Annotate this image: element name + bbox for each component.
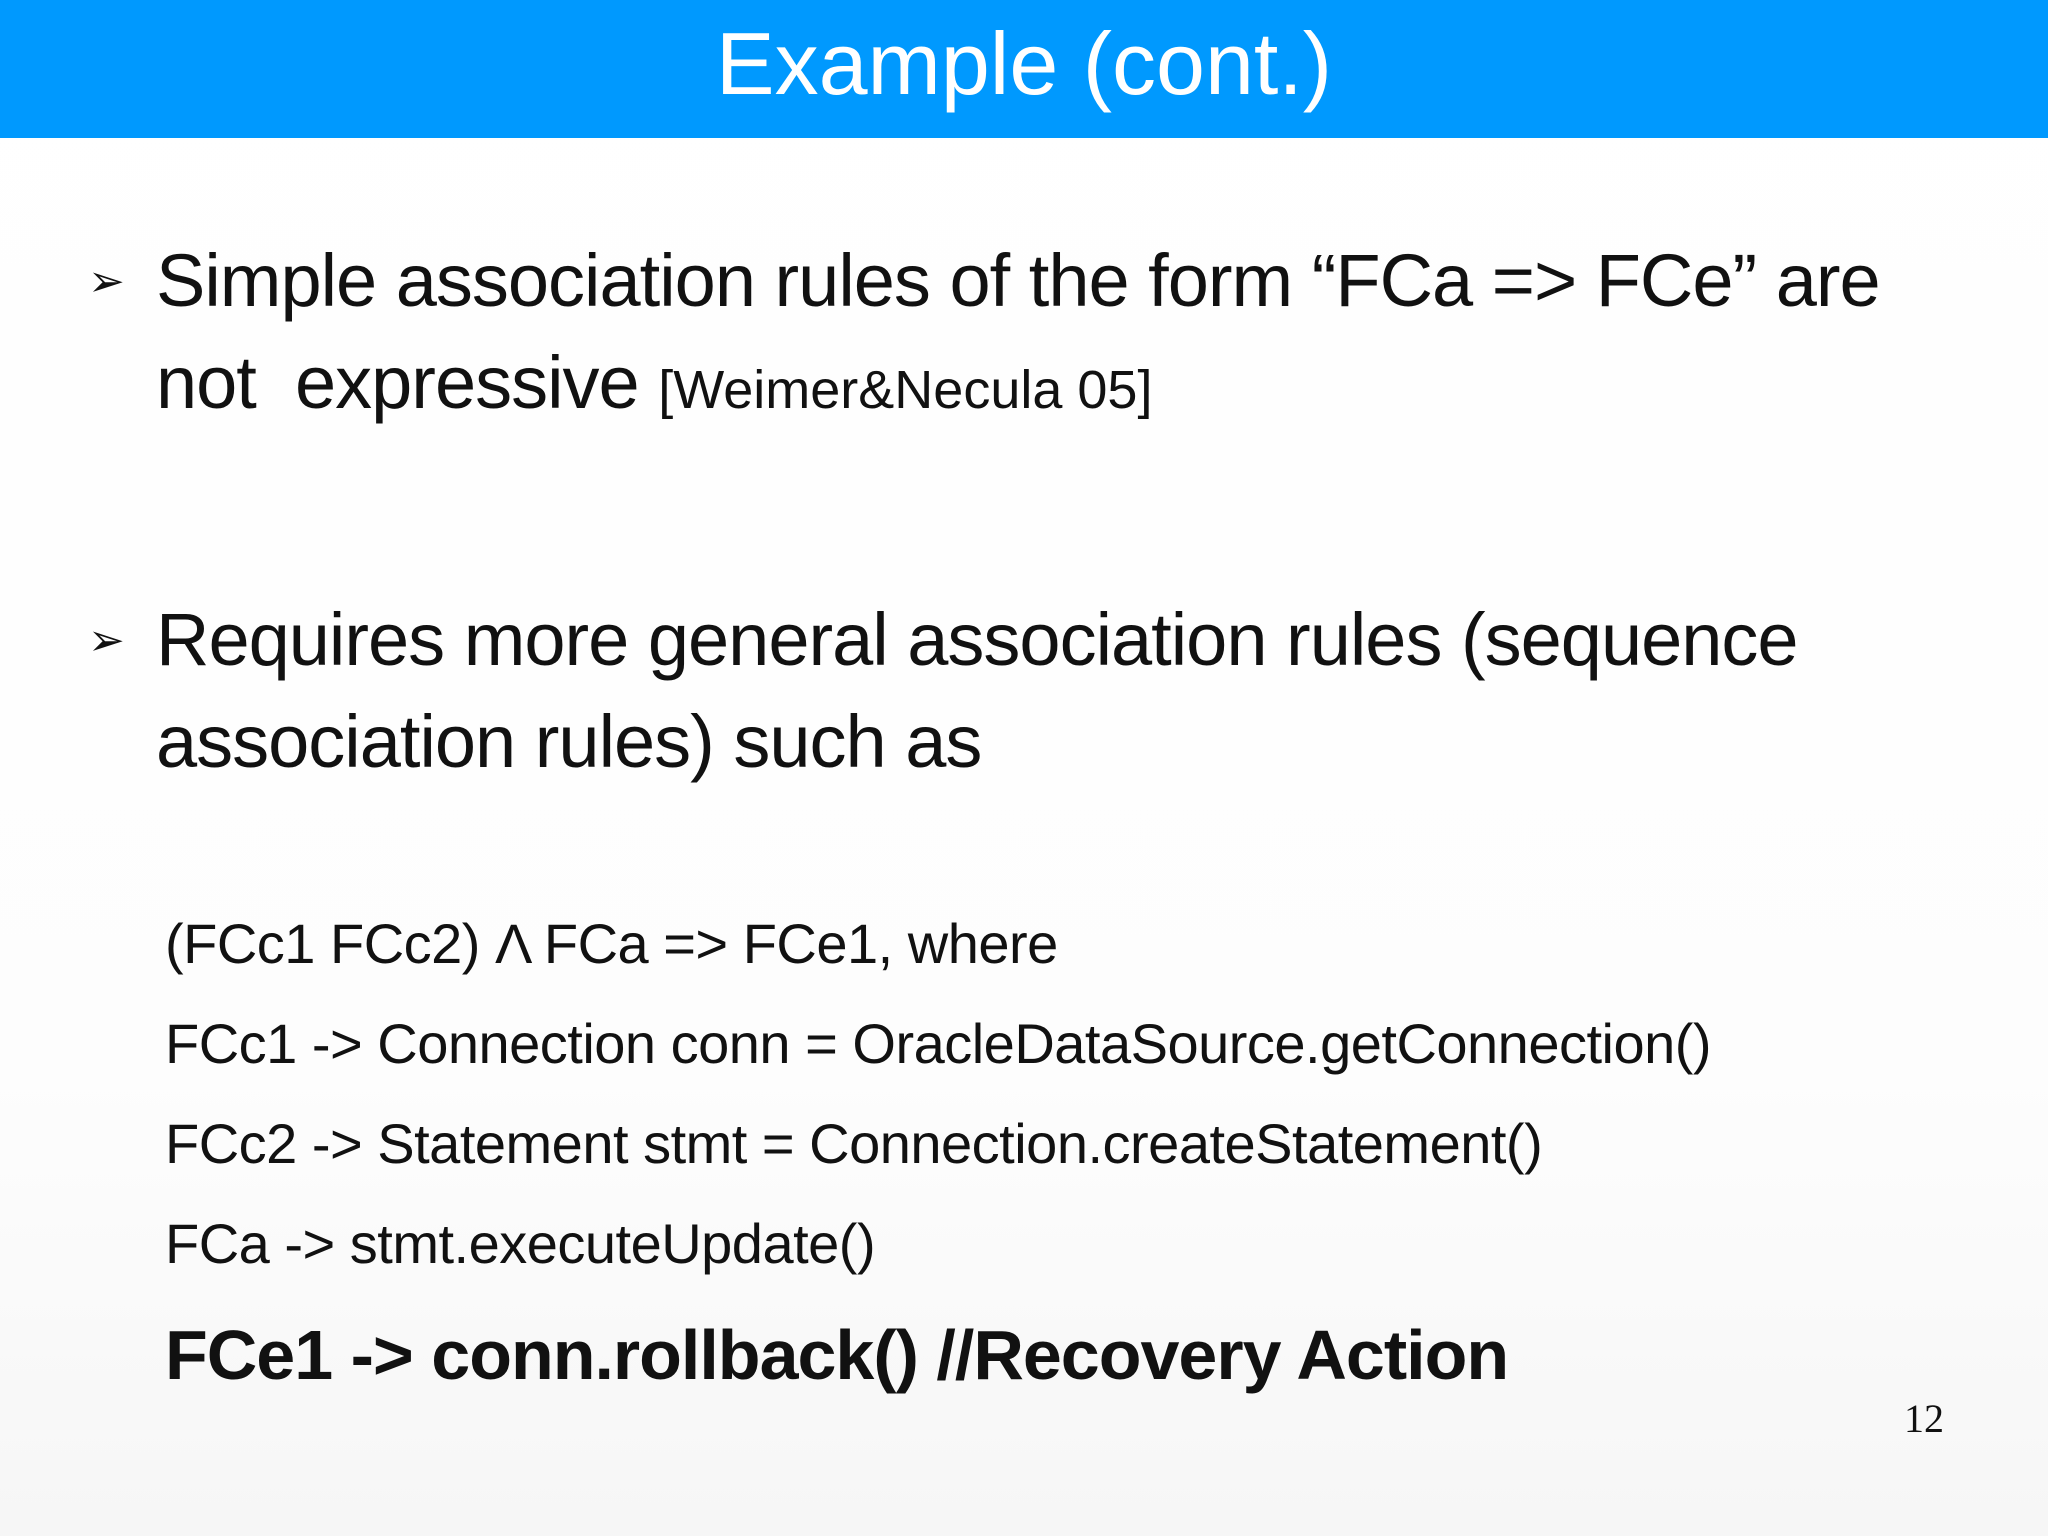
bullet-line-2: not expressive [Weimer&Necula 05] [156, 332, 2018, 441]
rule-line-fcc2: FCc2 -> Statement stmt = Connection.crea… [165, 1112, 1543, 1175]
rule-line-fcc1: FCc1 -> Connection conn = OracleDataSour… [165, 1012, 1712, 1075]
sequence-rule-block: (FCc1 FCc2) Λ FCa => FCe1, where FCc1 ->… [165, 915, 2048, 1395]
recovery-action-line: FCe1 -> conn.rollback() //Recovery Actio… [165, 1316, 1509, 1394]
rule-line-fca: FCa -> stmt.executeUpdate() [165, 1212, 876, 1275]
bullet-item-simple-rules: ➢ Simple association rules of the form “… [88, 230, 2018, 441]
arrow-bullet-icon: ➢ [88, 616, 125, 665]
bullet-text: Simple association rules of the form “FC… [156, 230, 2018, 441]
citation-weimer-necula: [Weimer&Necula 05] [658, 360, 1153, 420]
bullet-line-1: Simple association rules of the form “FC… [156, 239, 1881, 322]
page-title: Example (cont.) [715, 14, 1333, 113]
title-bar: Example (cont.) [0, 0, 2048, 138]
bullet-line-1: Requires more general association rules … [156, 598, 1799, 681]
bullet-line-2-main: not expressive [156, 341, 659, 424]
arrow-bullet-icon: ➢ [88, 257, 125, 306]
page-number: 12 [1904, 1396, 1944, 1441]
bullet-line-2: association rules) such as [156, 700, 982, 783]
bullet-text: Requires more general association rules … [156, 589, 2018, 793]
slide-content: ➢ Simple association rules of the form “… [0, 138, 2048, 1536]
bullet-item-general-rules: ➢ Requires more general association rule… [88, 589, 2018, 793]
rule-line-header: (FCc1 FCc2) Λ FCa => FCe1, where [165, 912, 1058, 975]
